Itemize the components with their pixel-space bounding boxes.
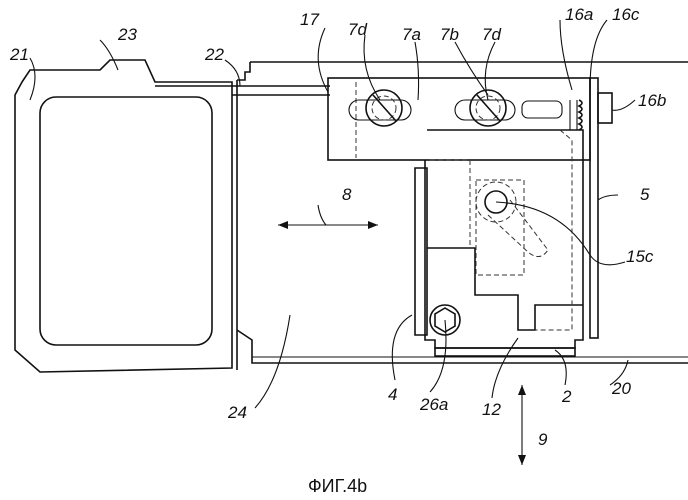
- bracket-17: [328, 78, 590, 160]
- plate: [415, 130, 583, 356]
- housing-21: [15, 60, 232, 372]
- label-17: 17: [300, 10, 319, 29]
- figure-caption: ФИГ.4b: [308, 476, 367, 496]
- label-7a: 7a: [402, 25, 421, 44]
- label-7b: 7b: [440, 25, 459, 44]
- label-23: 23: [117, 25, 137, 44]
- label-24: 24: [227, 403, 247, 422]
- rail-5: [590, 78, 598, 338]
- label-26a: 26a: [419, 395, 448, 414]
- label-7d-left: 7d: [348, 20, 367, 39]
- label-16b: 16b: [638, 91, 666, 110]
- arrow-8: [278, 221, 378, 229]
- label-20: 20: [611, 379, 631, 398]
- label-2: 2: [561, 387, 572, 406]
- connector-22: [155, 86, 330, 95]
- label-8: 8: [342, 185, 352, 204]
- frame: [237, 62, 688, 370]
- label-16c: 16c: [612, 5, 640, 24]
- label-16a: 16a: [565, 5, 593, 24]
- label-5: 5: [640, 185, 650, 204]
- label-9: 9: [538, 430, 548, 449]
- label-7d-right: 7d: [482, 25, 501, 44]
- label-22: 22: [204, 45, 224, 64]
- label-21: 21: [9, 45, 29, 64]
- label-4: 4: [388, 385, 397, 404]
- bolt-16: [570, 93, 612, 130]
- label-12: 12: [482, 400, 501, 419]
- label-15c: 15c: [626, 247, 654, 266]
- arrow-9: [518, 385, 526, 465]
